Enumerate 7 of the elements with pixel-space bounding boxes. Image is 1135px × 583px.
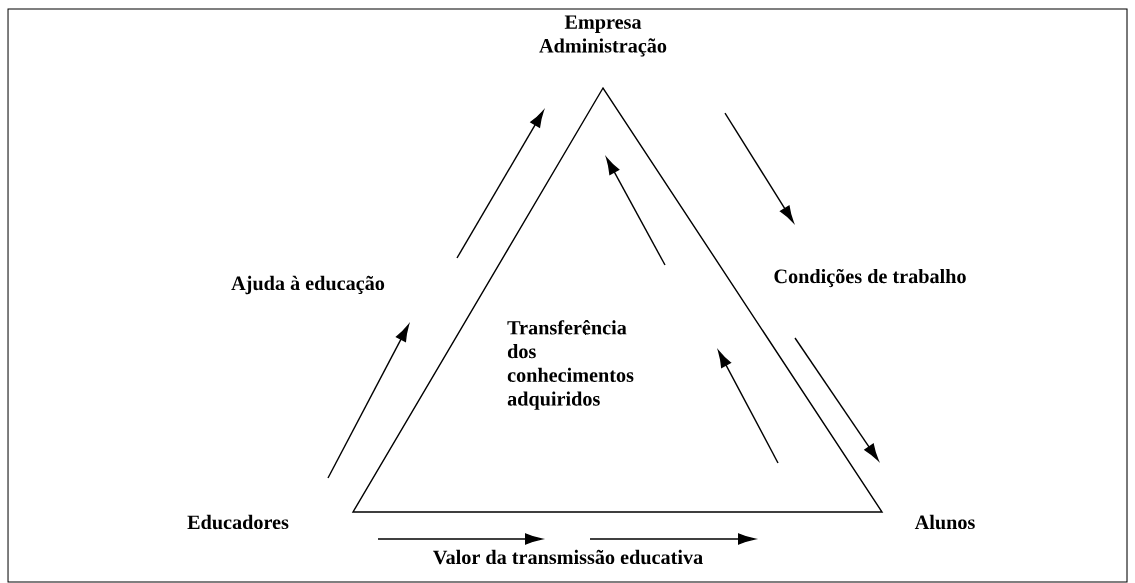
label: Valor da transmissão educativa bbox=[433, 549, 703, 565]
label: Transferência dos conhecimentos adquiridos bbox=[507, 320, 634, 410]
label: Educadores bbox=[187, 514, 289, 530]
label: Ajuda à educação bbox=[231, 275, 385, 295]
label: Empresa Administração bbox=[539, 15, 667, 57]
label: Alunos bbox=[914, 514, 975, 530]
label: Condições de trabalho bbox=[774, 268, 966, 288]
